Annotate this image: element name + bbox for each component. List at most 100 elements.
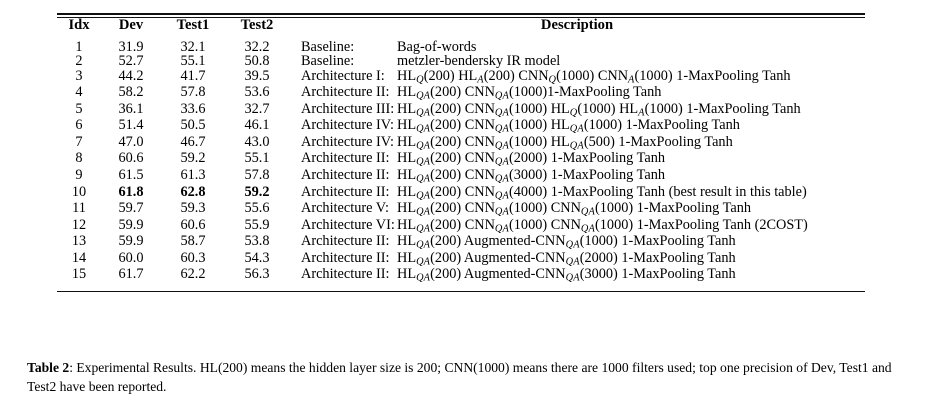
formula-subscript: QA	[416, 173, 431, 185]
cell-dev: 36.1	[118, 100, 144, 117]
formula-token: CNN	[464, 133, 495, 150]
cell-test2: 55.9	[244, 216, 270, 233]
formula-subscript: A	[638, 107, 645, 119]
formula-token: CNN	[464, 150, 495, 167]
formula-token: HL	[550, 100, 570, 117]
cell-description: Architecture II:HLQA(200) CNNQA(1000)1-M…	[289, 85, 865, 102]
formula-token: HL	[397, 183, 417, 200]
formula-subscript: QA	[569, 123, 584, 135]
architecture-formula: Bag-of-words	[397, 39, 477, 56]
formula-token: (1000) 1-MaxPooling Tanh	[583, 117, 740, 134]
cell-test1: 59.3	[180, 200, 206, 217]
formula-token: HL	[397, 133, 417, 150]
formula-token: CNN	[464, 100, 495, 117]
architecture-formula: HLQA(200) CNNQA(3000) 1-MaxPooling Tanh	[397, 166, 665, 185]
formula-token: HL	[397, 249, 417, 266]
formula-token: HL	[397, 117, 417, 134]
formula-token: (1000) 1-MaxPooling Tanh	[644, 100, 801, 117]
formula-token: (200) Augmented-	[430, 249, 536, 266]
formula-token: (200)	[423, 67, 459, 84]
architecture-label: Architecture II:	[301, 249, 390, 266]
caption-separator: :	[69, 360, 73, 375]
formula-token: CNN	[518, 67, 549, 84]
formula-token: (1000)	[509, 117, 551, 134]
cell-description: Architecture III:HLQA(200) CNNQA(1000) H…	[289, 100, 865, 119]
formula-subscript: QA	[416, 140, 431, 152]
formula-token: CNN	[464, 166, 495, 183]
cell-idx: 10	[71, 183, 87, 200]
caption-text: Experimental Results. HL(200) means the …	[27, 360, 892, 395]
cell-dev: 59.7	[118, 200, 144, 217]
cell-test1: 55.1	[180, 53, 206, 70]
formula-token: (500) 1-MaxPooling Tanh	[583, 133, 733, 150]
formula-token: CNN	[464, 183, 495, 200]
architecture-formula: HLQA(200) CNNQA(1000) CNNQA(1000) 1-MaxP…	[397, 217, 808, 233]
formula-token: (200) Augmented-	[430, 266, 536, 283]
column-header-idx: Idx	[68, 16, 90, 33]
caption-label: Table 2	[27, 360, 70, 375]
cell-description: Architecture II: HLQA(200) CNNQA(2000) 1-…	[289, 151, 865, 168]
table-caption: Table 2: Experimental Results. HL(200) m…	[27, 358, 907, 397]
cell-test1: 61.3	[180, 166, 206, 183]
table-top-rule	[57, 13, 865, 15]
formula-token: (200)	[430, 100, 465, 117]
cell-test1: 33.6	[180, 100, 206, 117]
cell-description: Architecture V:HLQA(200) CNNQA(1000) CNN…	[289, 201, 865, 218]
formula-token: (1000)	[556, 67, 598, 84]
cell-idx: 4	[75, 84, 83, 101]
architecture-label: Architecture V:	[301, 200, 389, 217]
architecture-formula: HLQA(200) CNNQA(2000) 1-MaxPooling Tanh	[397, 150, 665, 167]
formula-token: HL	[397, 100, 417, 117]
architecture-label: Baseline:	[301, 53, 355, 70]
formula-subscript: A	[477, 73, 484, 85]
cell-idx: 9	[75, 166, 83, 183]
formula-subscript: QA	[494, 107, 510, 119]
cell-test2: 50.8	[244, 53, 270, 70]
cell-test2: 54.3	[244, 249, 270, 266]
cell-dev: 59.9	[118, 216, 144, 233]
architecture-label: Architecture II:	[301, 150, 390, 167]
cell-test1: 60.3	[180, 249, 206, 266]
formula-token: CNN	[535, 249, 566, 266]
column-header-test1: Test1	[176, 16, 210, 33]
cell-test2: 53.8	[244, 233, 270, 250]
cell-dev: 47.0	[118, 133, 144, 150]
cell-idx: 8	[75, 150, 83, 167]
formula-token: (1000) 1-MaxPooling Tanh	[579, 233, 736, 250]
table-top-rule-second	[57, 16, 865, 18]
formula-token: (200)	[430, 200, 465, 217]
cell-test1: 59.2	[180, 150, 206, 167]
cell-idx: 14	[71, 249, 87, 266]
formula-subscript: QA	[565, 239, 580, 251]
cell-test1: 58.7	[180, 233, 206, 250]
cell-test2: 55.6	[244, 200, 270, 217]
formula-subscript: QA	[416, 107, 431, 119]
formula-token: HL	[397, 84, 417, 101]
formula-subscript: QA	[416, 206, 431, 218]
formula-subscript: QA	[565, 272, 580, 284]
cell-dev: 52.7	[118, 53, 144, 70]
formula-subscript: QA	[416, 272, 431, 284]
architecture-label: Architecture II:	[301, 166, 390, 183]
formula-subscript: QA	[494, 206, 510, 218]
architecture-formula: HLQA(200) CNNQA(1000) HLQA(1000) 1-MaxPo…	[397, 117, 740, 135]
table-header: Idx Dev Test1 Test2 Description	[57, 16, 865, 33]
cell-dev: 61.5	[118, 166, 144, 183]
formula-token: (1000) 1-MaxPooling Tanh	[595, 200, 752, 217]
formula-subscript: QA	[580, 222, 596, 234]
formula-token: (200)	[430, 84, 465, 101]
cell-test2: 55.1	[244, 150, 270, 167]
architecture-formula: HLQA(200) Augmented-CNNQA(1000) 1-MaxPoo…	[397, 233, 736, 251]
cell-description: Baseline:metzler-bendersky IR model	[289, 53, 865, 70]
formula-subscript: QA	[416, 90, 431, 102]
